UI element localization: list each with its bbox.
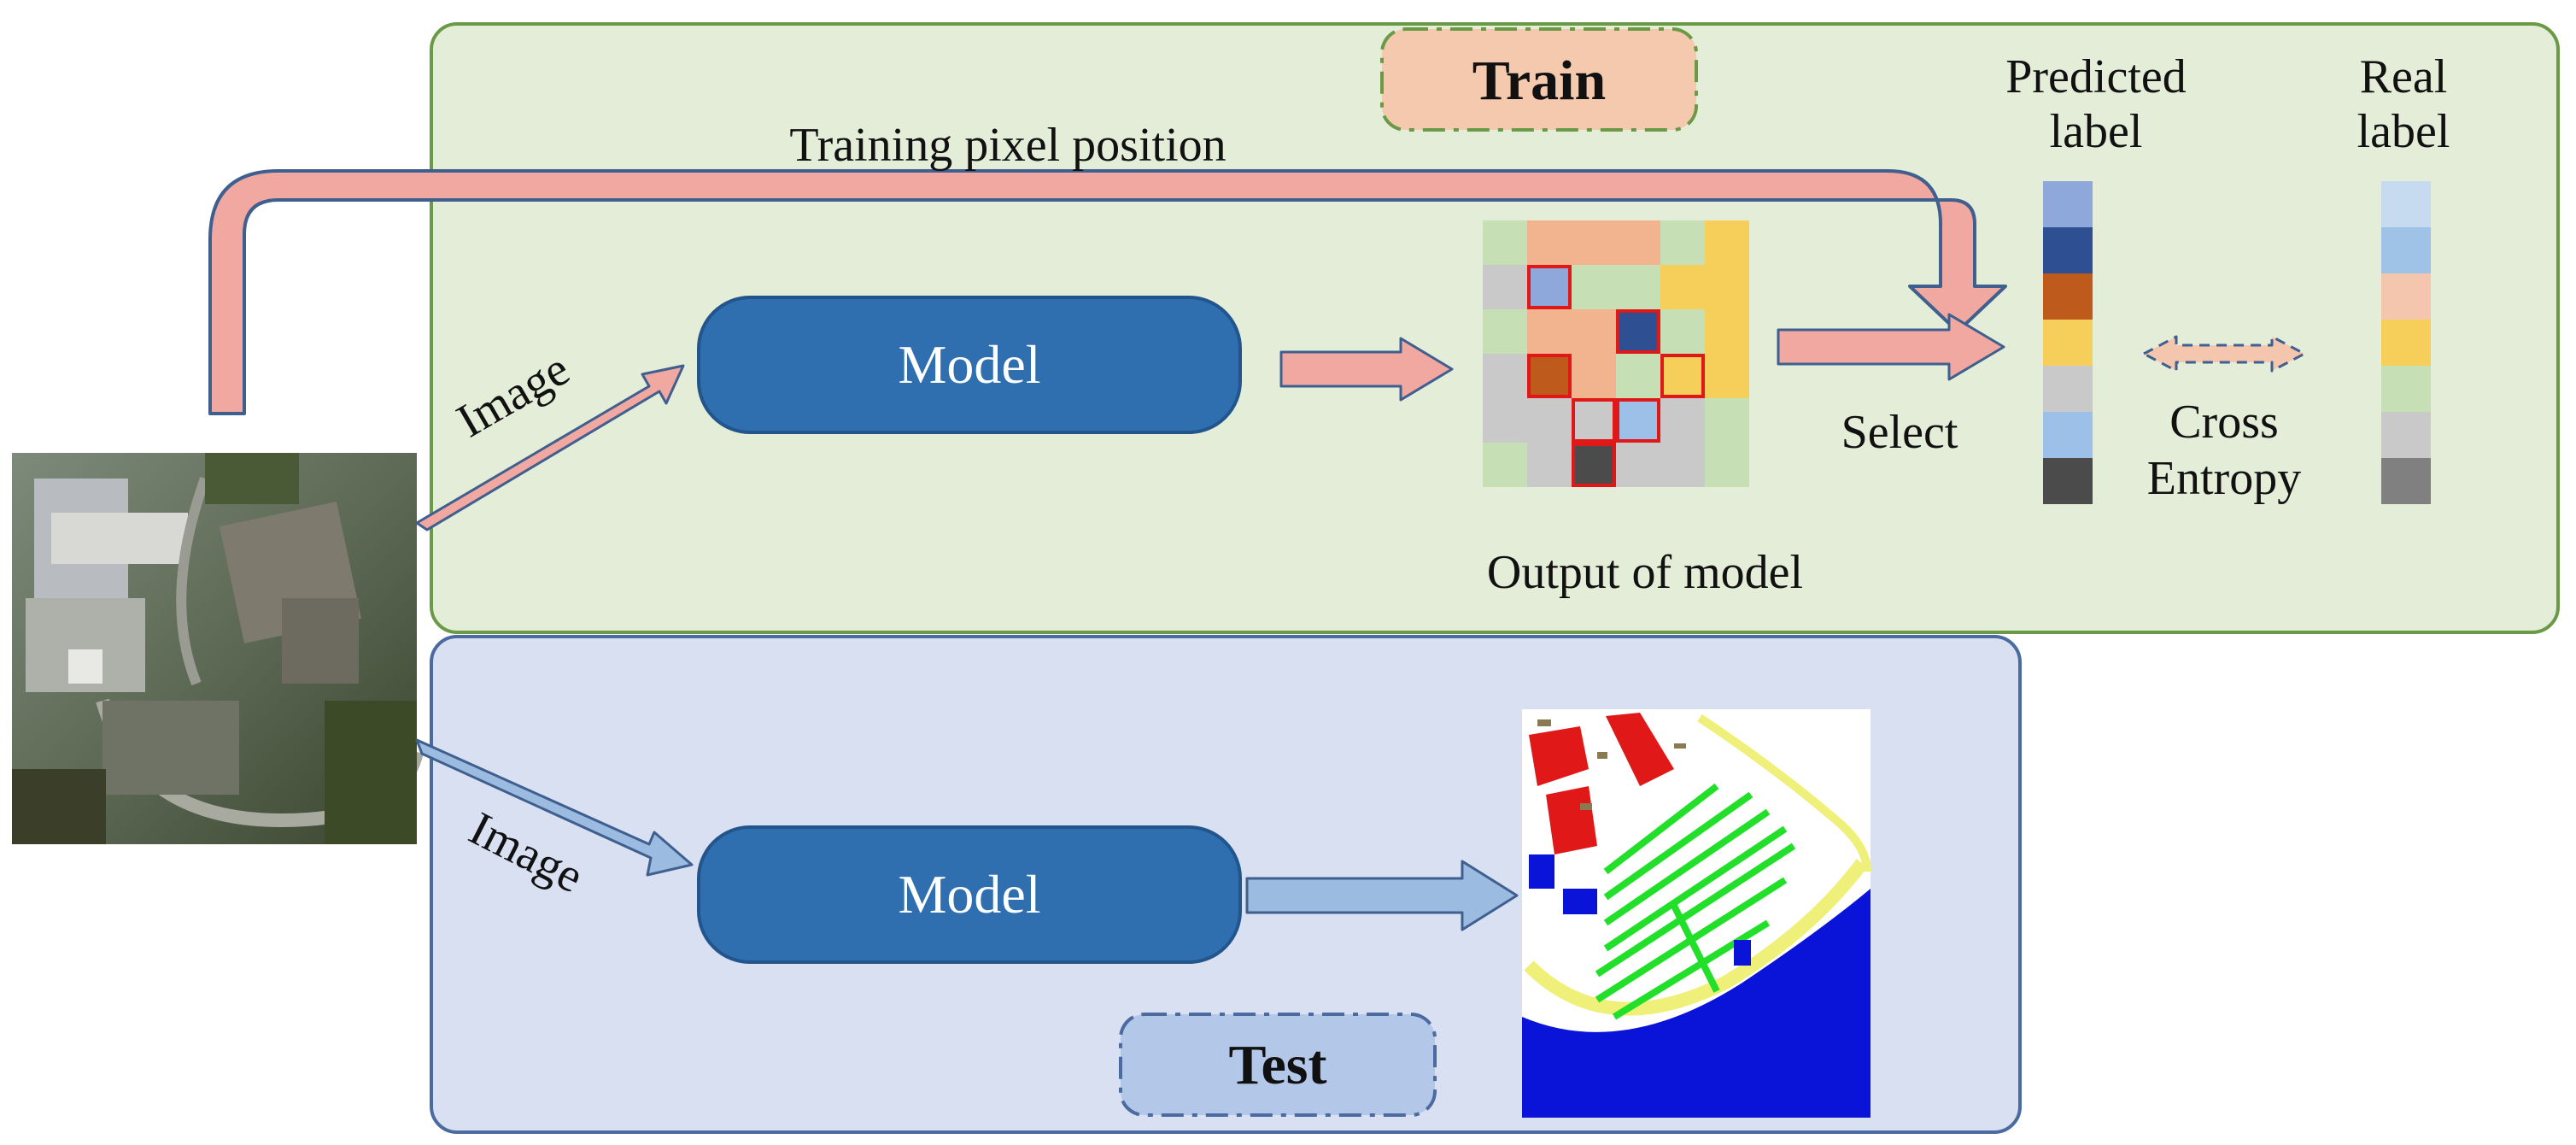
predicted-column-cell [2043,366,2093,412]
output-grid-cell [1616,309,1660,354]
output-grid-cell [1660,354,1705,398]
output-grid-cell [1527,443,1572,487]
output-grid-cell [1572,220,1616,265]
real-column-cell [2381,458,2431,504]
predicted-column-cell [2043,273,2093,320]
real-column-cell [2381,273,2431,320]
selected-pixel-highlight [1660,354,1705,398]
test-title: Test [1229,1034,1327,1096]
output-grid-cell [1527,354,1572,398]
train-image-arrow [415,364,685,531]
selected-pixel-highlight [1572,398,1616,443]
output-grid-cell [1616,220,1660,265]
test-image-arrow [415,738,694,877]
output-grid-cell [1660,398,1705,443]
cross-entropy-arrow [2142,335,2306,373]
training-pixel-position-label: Training pixel position [789,119,1226,172]
predicted-label-title-1: Predicted [2005,50,2186,103]
predicted-label-column [2043,181,2093,504]
output-grid-cell [1527,309,1572,354]
real-label-title-1: Real [2360,50,2448,103]
input-satellite-image [12,453,424,844]
real-column-cell [2381,366,2431,412]
model-to-output-arrow [1279,337,1454,402]
train-model-label: Model [898,334,1040,395]
test-model-label: Model [898,864,1040,925]
train-title-tag: Train [1380,27,1698,132]
real-column-cell [2381,181,2431,227]
train-model-box: Model [697,296,1242,434]
test-model-box: Model [697,825,1242,964]
predicted-column-cell [2043,458,2093,504]
output-grid-cell [1527,220,1572,265]
output-grid-cell [1483,354,1527,398]
output-grid-cell [1483,443,1527,487]
output-grid-cell [1483,309,1527,354]
predicted-label-title-2: label [2050,105,2143,158]
output-to-select-arrow [1777,313,2005,381]
output-grid-cell [1483,265,1527,309]
output-grid-cell [1483,220,1527,265]
selected-pixel-highlight [1527,265,1572,309]
output-grid-cell [1572,354,1616,398]
output-grid-cell [1616,265,1660,309]
predicted-column-cell [2043,320,2093,366]
output-grid-cell [1705,220,1749,265]
output-grid-cell [1572,309,1616,354]
output-grid-cell [1660,220,1705,265]
selected-pixel-highlight [1527,354,1572,398]
training-pixel-position-arrow [208,169,2007,415]
train-title: Train [1472,50,1606,112]
output-grid-cell [1660,309,1705,354]
real-label-column [2381,181,2431,504]
output-grid-cell [1572,265,1616,309]
real-column-cell [2381,320,2431,366]
test-title-tag: Test [1119,1013,1437,1117]
predicted-column-cell [2043,412,2093,458]
predicted-column-cell [2043,181,2093,227]
output-grid-cell [1616,398,1660,443]
predicted-column-cell [2043,227,2093,273]
output-grid-cell [1527,265,1572,309]
output-grid-cell [1572,443,1616,487]
cross-entropy-label-1: Cross [2169,396,2279,449]
real-label-title-2: label [2357,105,2450,158]
output-grid-cell [1572,398,1616,443]
output-grid-cell [1616,354,1660,398]
output-grid-cell [1705,398,1749,443]
selected-pixel-highlight [1616,309,1660,354]
real-column-cell [2381,412,2431,458]
output-grid-cell [1705,443,1749,487]
output-of-model-label: Output of model [1487,546,1803,599]
cross-entropy-label-2: Entropy [2147,452,2301,505]
test-model-to-map-arrow [1245,860,1519,931]
output-of-model-grid [1483,220,1749,487]
output-grid-cell [1705,309,1749,354]
selected-pixel-highlight [1572,443,1616,487]
output-grid-cell [1705,354,1749,398]
output-grid-cell [1660,443,1705,487]
output-grid-cell [1616,443,1660,487]
segmentation-map [1522,709,1871,1118]
selected-pixel-highlight [1616,398,1660,443]
real-column-cell [2381,227,2431,273]
output-grid-cell [1705,265,1749,309]
output-grid-cell [1660,265,1705,309]
select-label: Select [1841,406,1958,459]
output-grid-cell [1527,398,1572,443]
output-grid-cell [1483,398,1527,443]
